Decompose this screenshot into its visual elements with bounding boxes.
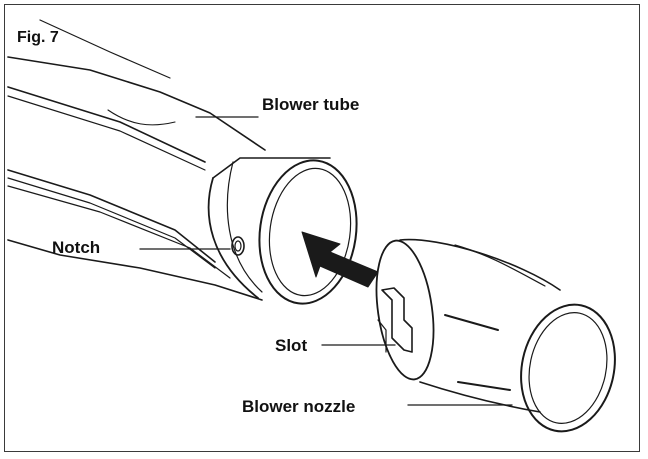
label-blower-tube: Blower tube (262, 95, 360, 114)
label-blower-nozzle: Blower nozzle (242, 397, 356, 416)
blower-nozzle (375, 238, 616, 433)
figure-label: Fig. 7 (17, 29, 59, 46)
slot (377, 287, 413, 353)
leader-lines (139, 116, 513, 406)
notch (231, 236, 245, 256)
tube-collar (207, 157, 358, 305)
arrow-icon (301, 231, 379, 288)
label-slot: Slot (275, 336, 308, 355)
blower-tube (7, 19, 266, 301)
label-notch: Notch (52, 238, 101, 257)
figure-frame (4, 4, 640, 452)
